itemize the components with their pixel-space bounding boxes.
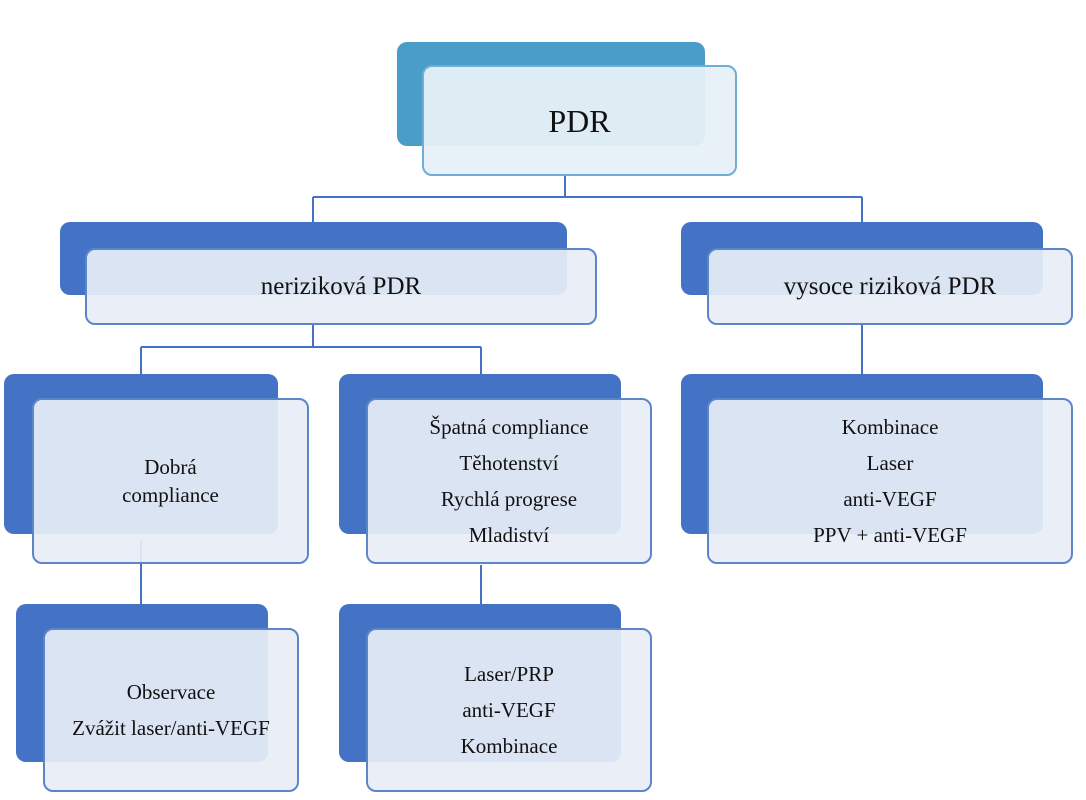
poor-compliance-treatment-node: Laser/PRP anti-VEGF Kombinace <box>366 628 652 792</box>
good-compliance-treatment-line-1: Observace <box>126 680 216 704</box>
good-compliance-treatment-node: Observace Zvážit laser/anti-VEGF <box>43 628 299 792</box>
good-compliance-line-1: Dobrá <box>144 455 197 479</box>
high-risk-treatment-line-4: PPV + anti-VEGF <box>813 523 967 547</box>
poor-compliance-treatment-line-2: anti-VEGF <box>462 698 556 722</box>
root-node-label: PDR <box>548 102 611 139</box>
high-risk-treatment-line-3: anti-VEGF <box>843 487 937 511</box>
high-risk-node: vysoce riziková PDR <box>707 248 1073 325</box>
root-node: PDR <box>422 65 737 176</box>
poor-compliance-line-3: Rychlá progrese <box>440 487 578 511</box>
good-compliance-treatment-line-2: Zvážit laser/anti-VEGF <box>72 716 270 740</box>
good-compliance-line-2: compliance <box>122 483 219 507</box>
high-risk-treatment-node: Kombinace Laser anti-VEGF PPV + anti-VEG… <box>707 398 1073 564</box>
high-risk-treatment-line-1: Kombinace <box>841 415 939 439</box>
poor-compliance-node: Špatná compliance Těhotenství Rychlá pro… <box>366 398 652 564</box>
good-compliance-node: Dobrá compliance <box>32 398 309 564</box>
poor-compliance-treatment-line-3: Kombinace <box>460 734 558 758</box>
high-risk-node-label: vysoce riziková PDR <box>783 272 997 300</box>
poor-compliance-line-4: Mladiství <box>468 523 550 547</box>
high-risk-treatment-line-2: Laser <box>866 451 914 475</box>
poor-compliance-line-1: Špatná compliance <box>429 415 589 439</box>
low-risk-node: neriziková PDR <box>85 248 597 325</box>
poor-compliance-treatment-line-1: Laser/PRP <box>464 662 554 686</box>
low-risk-node-label: neriziková PDR <box>260 272 422 300</box>
poor-compliance-line-2: Těhotenství <box>459 451 559 475</box>
